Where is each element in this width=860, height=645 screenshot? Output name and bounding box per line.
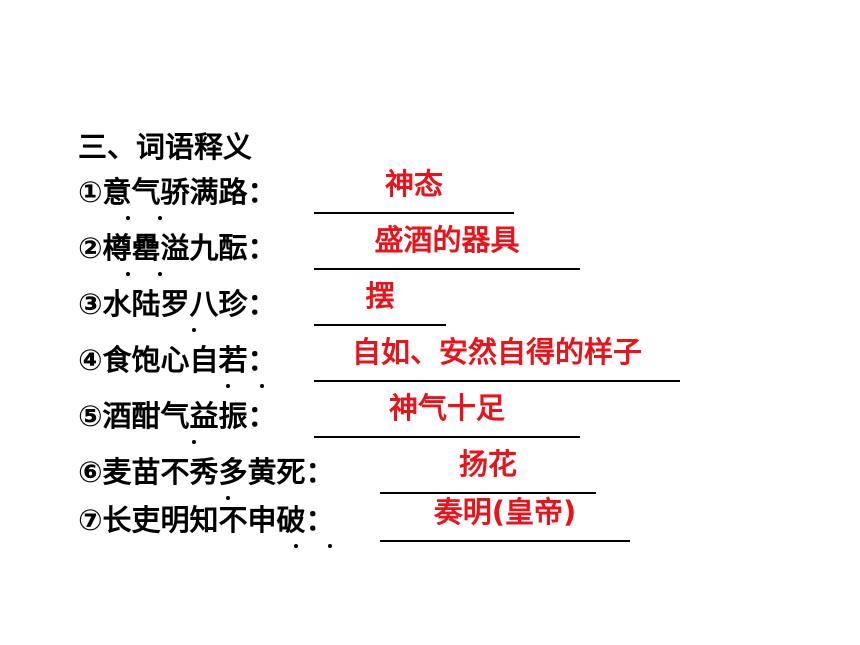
- question-text: ⑥麦苗不秀多黄死：: [78, 455, 335, 489]
- answer-blank: [314, 212, 514, 214]
- emphasis-dot: [192, 440, 196, 444]
- list-item: ①意气骄满路： 神态: [0, 167, 860, 224]
- list-item: ⑦长吏明知不申破： 奏明(皇帝): [0, 495, 860, 552]
- answer-text: 自如、安然自得的样子: [351, 335, 642, 369]
- emphasis-dot: [158, 272, 162, 276]
- emphasis-dot: [328, 544, 332, 548]
- question-text: ③水陆罗八珍：: [78, 287, 277, 321]
- emphasis-dot: [126, 272, 130, 276]
- question-text: ⑤酒酣气益振：: [78, 399, 277, 433]
- answer-text: 神气十足: [388, 391, 505, 425]
- list-item: ⑥麦苗不秀多黄死： 扬花: [0, 447, 860, 504]
- question-text: ①意气骄满路：: [78, 175, 277, 209]
- question-text: ④食饱心自若：: [78, 343, 277, 377]
- emphasis-dot: [126, 216, 130, 220]
- list-item: ②樽罍溢九酝： 盛酒的器具: [0, 223, 860, 280]
- list-item: ③水陆罗八珍： 摆: [0, 279, 860, 336]
- answer-blank: [314, 436, 580, 438]
- answer-text: 神态: [384, 167, 443, 201]
- answer-blank: [314, 268, 580, 270]
- emphasis-dot: [226, 384, 230, 388]
- emphasis-dot: [158, 216, 162, 220]
- answer-text: 奏明(皇帝): [433, 495, 577, 529]
- answer-blank: [314, 380, 680, 382]
- question-text: ⑦长吏明知不申破：: [78, 503, 335, 537]
- list-item: ④食饱心自若： 自如、安然自得的样子: [0, 335, 860, 392]
- emphasis-dot: [226, 496, 230, 500]
- emphasis-dot: [260, 384, 264, 388]
- answer-text: 摆: [365, 279, 395, 313]
- answer-blank: [380, 492, 596, 494]
- answer-blank: [380, 540, 630, 542]
- answer-text: 扬花: [458, 447, 517, 481]
- answer-text: 盛酒的器具: [374, 223, 520, 257]
- emphasis-dot: [294, 544, 298, 548]
- section-title: 三、词语释义: [78, 130, 253, 164]
- question-text: ②樽罍溢九酝：: [78, 231, 277, 265]
- list-item: ⑤酒酣气益振： 神气十足: [0, 391, 860, 448]
- emphasis-dot: [192, 328, 196, 332]
- answer-blank: [314, 324, 446, 326]
